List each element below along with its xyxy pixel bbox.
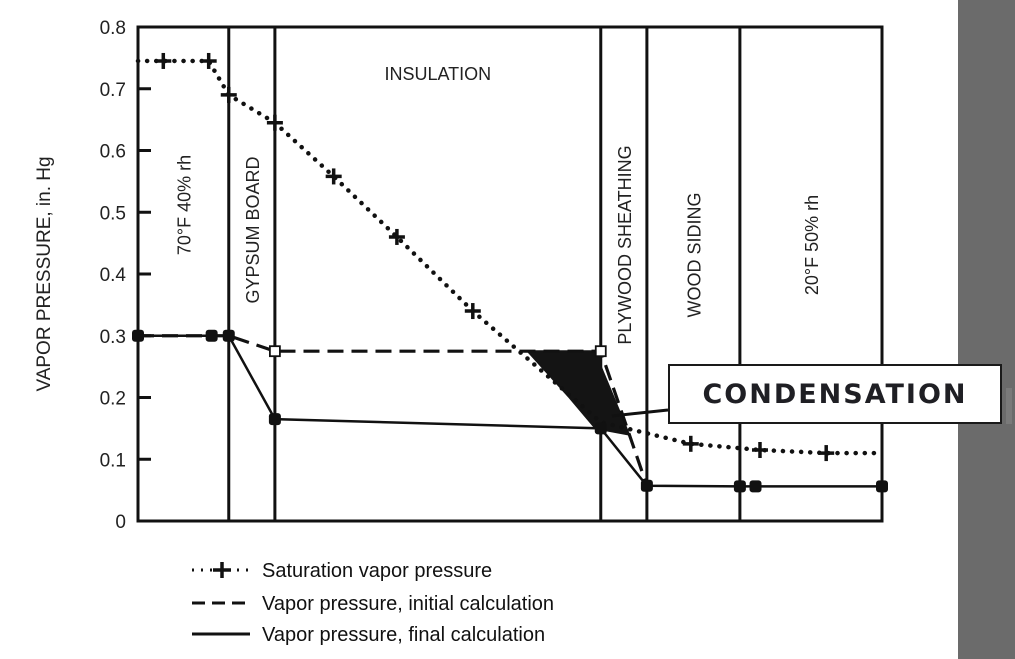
series-solid: [132, 329, 888, 493]
plus-marker: [220, 86, 237, 103]
plus-marker: [751, 441, 768, 458]
y-axis-ticks: 0 0.1 0.2 0.3 0.4 0.5 0.6 0.7 0.8: [100, 18, 151, 533]
layer-labels: 70°F 40% rh GYPSUM BOARD INSULATION PLYWOOD…: [174, 64, 822, 345]
callout-shadow: [1006, 388, 1012, 424]
layer-label: 20°F 50% rh: [802, 195, 822, 295]
legend: Saturation vapor pressure Vapor pressure…: [192, 560, 554, 646]
y-tick-label: 0.2: [100, 389, 126, 410]
filled-marker: [594, 422, 607, 435]
legend-label: Saturation vapor pressure: [262, 560, 492, 582]
condensation-callout: CONDENSATION: [668, 364, 1002, 424]
legend-plus-marker: [213, 562, 231, 578]
layer-label: PLYWOOD SHEATHING: [615, 145, 635, 344]
filled-marker: [205, 329, 218, 342]
filled-marker: [268, 413, 281, 426]
plus-marker: [818, 445, 835, 462]
legend-label: Vapor pressure, initial calculation: [262, 593, 554, 615]
plus-marker: [682, 435, 699, 452]
y-tick-label: 0.4: [100, 265, 127, 286]
y-tick-label: 0.8: [100, 18, 126, 39]
y-tick-label: 0.5: [100, 203, 126, 224]
y-tick-label: 0.6: [100, 142, 126, 163]
layer-label: INSULATION: [384, 64, 491, 84]
legend-entry-saturation: Saturation vapor pressure: [192, 560, 492, 582]
open-square-marker: [594, 345, 607, 358]
plus-marker: [155, 52, 172, 69]
filled-marker: [640, 479, 653, 492]
legend-label: Vapor pressure, final calculation: [262, 624, 545, 646]
callout-leader-line: [611, 408, 669, 418]
layer-label: WOOD SIDING: [684, 193, 704, 318]
plus-marker: [464, 303, 481, 320]
y-tick-label: 0.1: [100, 450, 126, 471]
series-group: [132, 52, 888, 493]
open-square-marker: [268, 345, 281, 358]
filled-marker: [749, 480, 762, 493]
y-tick-label: 0.3: [100, 327, 126, 348]
callout-label: CONDENSATION: [702, 378, 968, 410]
series-dotted: [135, 52, 885, 462]
filled-marker: [733, 480, 746, 493]
plus-marker: [200, 52, 217, 69]
layer-label: 70°F 40% rh: [174, 155, 194, 255]
plus-marker: [325, 168, 342, 185]
legend-entry-initial: Vapor pressure, initial calculation: [192, 593, 554, 615]
right-gray-band: [958, 0, 1015, 659]
legend-entry-final: Vapor pressure, final calculation: [192, 624, 545, 646]
layer-label: GYPSUM BOARD: [243, 156, 263, 303]
y-axis-label: VAPOR PRESSURE, in. Hg: [34, 156, 55, 391]
y-tick-label: 0: [115, 512, 126, 533]
plus-marker: [388, 228, 405, 245]
filled-marker: [222, 329, 235, 342]
y-tick-label: 0.7: [100, 80, 126, 101]
layer-dividers: [227, 27, 742, 521]
plus-marker: [266, 114, 283, 131]
